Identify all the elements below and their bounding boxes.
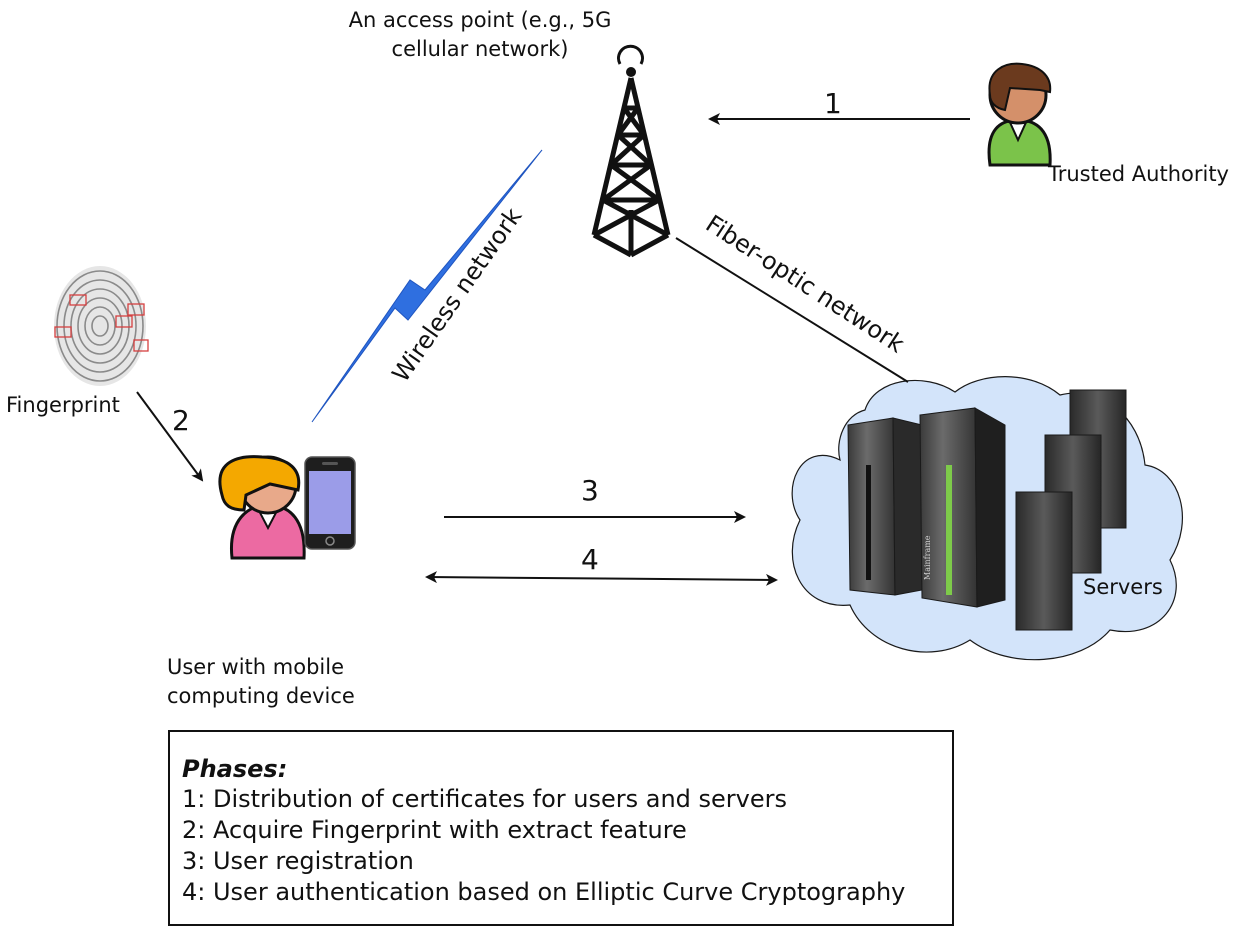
legend-item: 1: Distribution of certificates for user… [182,785,787,813]
servers-icon: Mainframe [847,389,1127,631]
legend-title: Phases: [182,755,288,783]
servers-label: Servers [1083,575,1163,599]
fiber-optic-line [675,237,909,383]
user-avatar [218,455,306,560]
trusted-authority-label: Trusted Authority [1048,162,1229,186]
arrow-2 [136,391,204,482]
mobile-phone-icon [304,456,356,550]
arrow-3-number: 3 [581,474,599,507]
legend-item: 3: User registration [182,847,414,875]
user-label: User with mobile computing device [167,655,355,708]
phases-legend: Phases: 1: Distribution of certificates … [168,730,954,926]
access-point-label: An access point (e.g., 5G cellular netwo… [348,8,612,61]
wireless-lightning-icon [311,149,543,423]
arrow-4 [425,571,778,586]
access-point-tower-icon [591,44,671,258]
trusted-authority-avatar [987,62,1052,167]
legend-item: 4: User authentication based on Elliptic… [182,878,906,906]
arrow-4-number: 4 [581,543,599,576]
arrow-2-number: 2 [172,404,190,437]
legend-item: 2: Acquire Fingerprint with extract feat… [182,816,687,844]
fingerprint-icon [54,266,149,386]
mainframe-label: Mainframe [923,535,932,580]
arrow-1-number: 1 [824,87,842,120]
fingerprint-label: Fingerprint [6,393,120,417]
